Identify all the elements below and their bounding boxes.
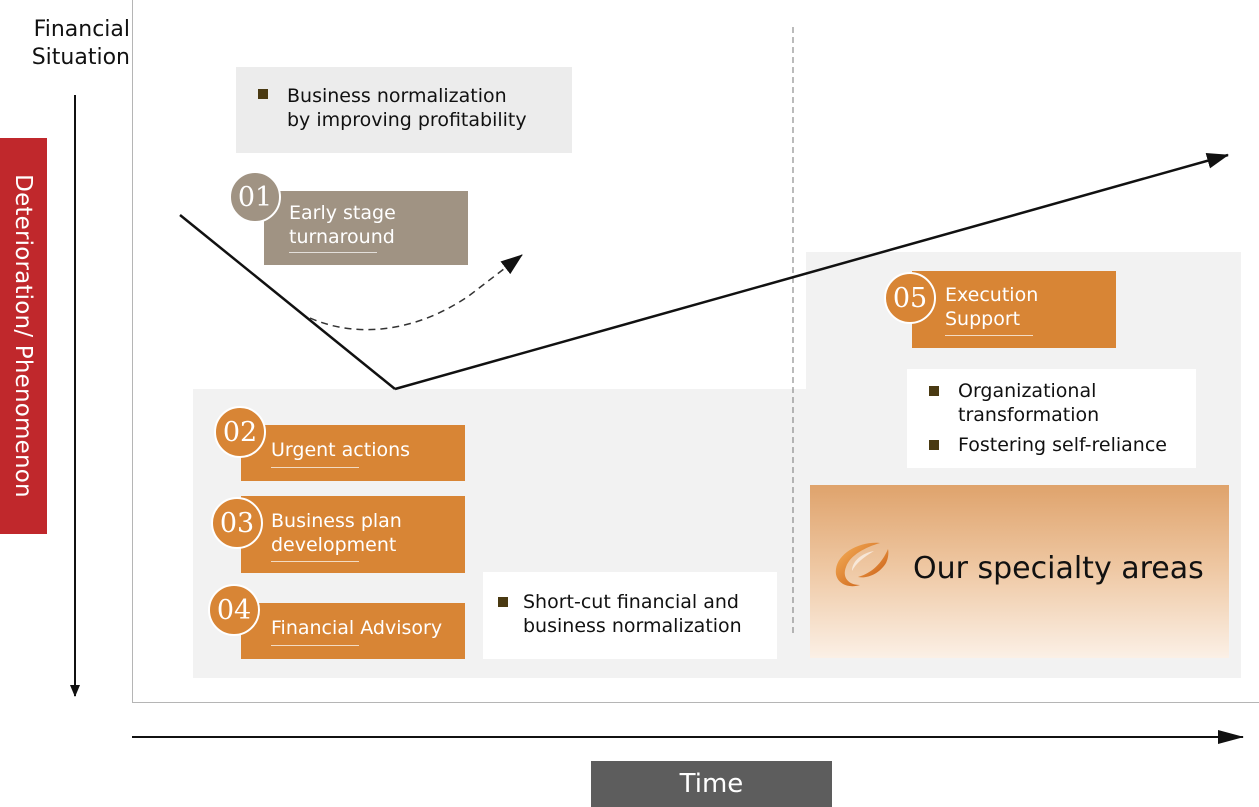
- top-note-line2: by improving profitability: [287, 109, 527, 131]
- bullet-icon: [929, 386, 939, 396]
- step-04-underline: [271, 645, 359, 646]
- plot-frame: [132, 0, 1259, 703]
- step-03-line1: Business plan: [271, 510, 402, 532]
- step-05-box: Execution Support: [912, 271, 1116, 348]
- step-05-number: 05: [884, 272, 936, 324]
- specialty-areas-panel: Our specialty areas: [810, 485, 1229, 658]
- mid-note: Short-cut financial and business normali…: [483, 572, 777, 659]
- bullet-icon: [498, 597, 508, 607]
- step-05-underline: [945, 335, 1033, 336]
- step-03-line2: development: [271, 534, 397, 556]
- step-04-box: Financial Advisory: [241, 603, 465, 659]
- top-note-line1: Business normalization: [287, 85, 507, 107]
- recovery-line: [394, 152, 1229, 391]
- step-01-line1: Early stage: [289, 202, 396, 224]
- y-axis-title: Financial Situation: [14, 16, 130, 72]
- step-03-number: 03: [211, 497, 263, 549]
- top-note: Business normalization by improving prof…: [236, 67, 572, 153]
- step-02-box: Urgent actions: [241, 425, 465, 481]
- early-turnaround-curve: [309, 254, 523, 331]
- step-02-underline: [271, 467, 359, 468]
- x-axis-label: Time: [591, 761, 832, 807]
- step-01-underline: [289, 252, 377, 253]
- right-note-item1-line2: transformation: [958, 404, 1100, 426]
- y-axis-title-line2: Situation: [31, 45, 130, 70]
- step-01-number: 01: [229, 171, 281, 223]
- step-03-underline: [271, 561, 359, 562]
- deterioration-band: Deterioration/ Phenomenon: [0, 138, 47, 534]
- swirl-logo-icon: [835, 542, 889, 587]
- step-02-line1: Urgent actions: [271, 439, 411, 461]
- mid-note-line2: business normalization: [523, 615, 742, 637]
- step-01-box: Early stage turnaround: [264, 191, 468, 265]
- specialty-label: Our specialty areas: [913, 551, 1204, 586]
- bullet-icon: [258, 89, 268, 99]
- decline-line: [179, 214, 396, 390]
- right-note-item1-line1: Organizational: [958, 380, 1097, 402]
- step-02-number: 02: [214, 406, 266, 458]
- step-05-line2: Support: [945, 308, 1021, 330]
- y-axis-title-line1: Financial: [33, 17, 130, 42]
- mid-note-line1: Short-cut financial and: [523, 591, 739, 613]
- right-note: Organizational transformation Fostering …: [907, 369, 1196, 468]
- step-05-line1: Execution: [945, 284, 1039, 306]
- step-01-line2: turnaround: [289, 226, 395, 248]
- step-03-box: Business plan development: [241, 496, 465, 573]
- step-04-number: 04: [208, 584, 260, 636]
- step-04-line1: Financial Advisory: [271, 617, 443, 639]
- right-note-item2: Fostering self-reliance: [958, 434, 1167, 456]
- bullet-icon: [929, 440, 939, 450]
